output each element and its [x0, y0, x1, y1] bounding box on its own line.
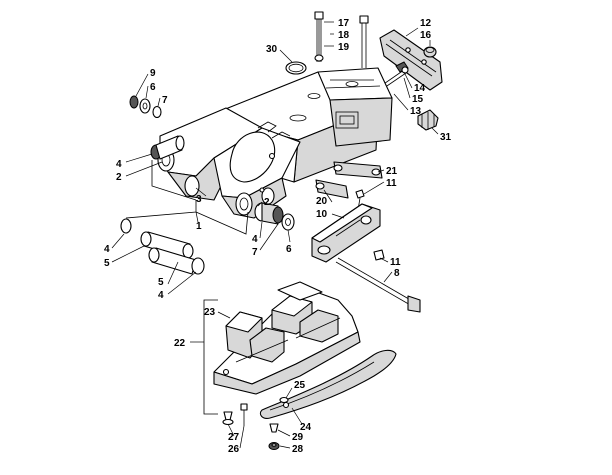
callout-13: 13 [410, 106, 422, 117]
callout-18: 18 [338, 30, 350, 41]
callout-3: 3 [196, 194, 202, 205]
callout-22: 22 [174, 338, 186, 349]
callout-31: 31 [440, 132, 452, 143]
ring-30 [285, 61, 307, 75]
bushing-right [254, 202, 295, 231]
callout-28: 28 [292, 444, 304, 455]
bolt-11b [373, 249, 385, 261]
callout-2a: 2 [116, 172, 122, 183]
callout-4d: 4 [158, 290, 164, 301]
leader-lines [111, 21, 439, 449]
callout-4a: 4 [116, 159, 122, 170]
callout-5a: 5 [104, 258, 110, 269]
callout-10: 10 [316, 209, 328, 220]
callout-20: 20 [316, 196, 328, 207]
callout-labels: 17 18 19 12 16 30 9 6 7 14 15 13 31 4 2 … [104, 18, 452, 455]
callout-25: 25 [294, 380, 306, 391]
bumper-31 [417, 109, 439, 131]
washer-19 [314, 54, 324, 62]
fastener-28 [268, 442, 280, 450]
arm-10 [311, 203, 381, 263]
shaft-5b [148, 247, 205, 275]
callout-1: 1 [196, 221, 202, 232]
fastener-25 [279, 396, 289, 404]
callout-11b: 11 [390, 257, 401, 268]
callout-4c: 4 [104, 244, 110, 255]
callout-23: 23 [204, 307, 216, 318]
callout-29: 29 [292, 432, 304, 443]
callout-6a: 6 [150, 82, 156, 93]
fastener-27 [222, 411, 234, 426]
callout-30: 30 [266, 44, 278, 55]
callout-2b: 2 [264, 197, 270, 208]
swingarm [157, 67, 393, 219]
link-plate [315, 161, 383, 199]
callout-27: 27 [228, 432, 240, 443]
callout-16: 16 [420, 30, 432, 41]
callout-26: 26 [228, 444, 240, 455]
callout-14: 14 [414, 83, 426, 94]
washer-stack-left [129, 95, 162, 119]
callout-21: 21 [386, 166, 398, 177]
rail-bracket [379, 29, 443, 91]
bolt-18 [359, 15, 369, 68]
callout-9: 9 [150, 68, 156, 79]
bushing-left [150, 135, 185, 160]
callout-7b: 7 [252, 247, 258, 258]
skid-frame [213, 281, 361, 395]
cap [423, 46, 437, 58]
fastener-26 [240, 403, 248, 426]
callout-7a: 7 [162, 95, 168, 106]
callout-4b: 4 [252, 234, 258, 245]
callout-6b: 6 [286, 244, 292, 255]
bolt-11a [355, 189, 365, 211]
callout-5b: 5 [158, 277, 164, 288]
callout-11a: 11 [386, 178, 397, 189]
callout-17: 17 [338, 18, 350, 29]
callout-24: 24 [300, 422, 312, 433]
callout-8: 8 [394, 268, 400, 279]
callout-19: 19 [338, 42, 350, 53]
callout-12: 12 [420, 18, 432, 29]
callout-15: 15 [412, 94, 424, 105]
fastener-29 [269, 423, 279, 433]
long-bolt-8 [335, 257, 421, 313]
